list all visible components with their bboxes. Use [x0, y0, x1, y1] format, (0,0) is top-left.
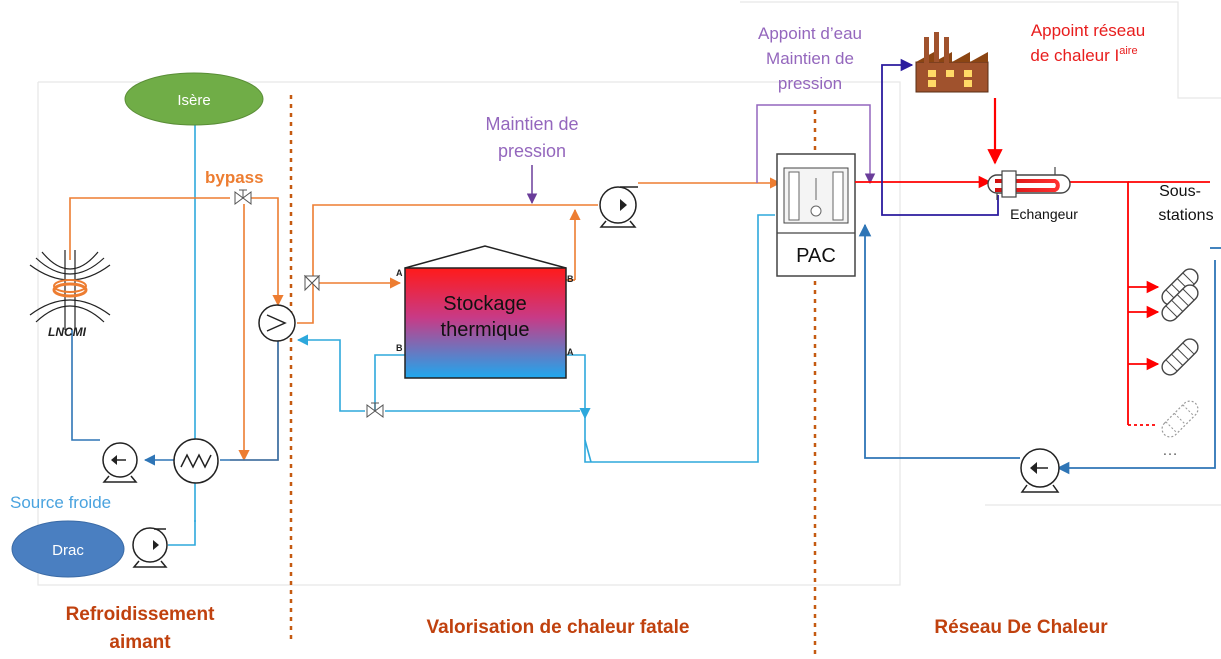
heat-exchanger-icon: [258, 304, 296, 342]
sous-station-exchanger-icon: [1161, 284, 1199, 322]
stockage-line1: Stockage: [443, 293, 526, 315]
appoint-eau-piping: [756, 104, 876, 185]
pump-icon: [1020, 448, 1060, 493]
appoint-eau-line3: pression: [778, 74, 842, 93]
sous-stations-line2: stations: [1158, 207, 1213, 224]
pump-icon: [599, 186, 638, 228]
appoint-reseau-line1: Appoint réseau: [1031, 21, 1145, 40]
section-reseau: Réseau De Chaleur: [934, 617, 1108, 638]
reseau-piping: [855, 58, 1221, 475]
maintien-pression-line2: pression: [498, 141, 566, 161]
maintien-pression-line1: Maintien de: [485, 114, 578, 134]
isere-label: Isère: [177, 92, 210, 109]
section-valorisation: Valorisation de chaleur fatale: [427, 617, 690, 638]
port-a-bottom: A: [567, 347, 574, 357]
appoint-reseau-line2: de chaleur Iaire: [1030, 45, 1137, 65]
background-frames: [37, 1, 1221, 586]
appoint-eau-line1: Appoint d’eau: [758, 24, 862, 43]
appoint-reseau-sup: aire: [1119, 45, 1137, 57]
thermal-storage-tank: [404, 245, 567, 379]
echangeur-label: Echangeur: [1010, 206, 1078, 222]
heat-exchanger-icon: [173, 438, 219, 484]
isere-river: [124, 72, 264, 126]
bypass-valve-icon: [234, 189, 252, 205]
source-froide-label: Source froide: [10, 493, 111, 512]
pac-heat-pump: [776, 153, 856, 277]
appoint-eau-line2: Maintien de: [766, 49, 854, 68]
pump-icon: [132, 527, 168, 568]
port-b-bottom: B: [396, 343, 403, 353]
magnet-cooling-piping: [69, 125, 284, 546]
section-refroidissement-line2: aimant: [109, 632, 171, 653]
lncmi-label: LNCMI: [48, 325, 87, 339]
pump-icon: [102, 442, 138, 483]
section-refroidissement-line1: Refroidissement: [66, 604, 216, 625]
drac-river: [11, 520, 125, 578]
pac-label: PAC: [796, 245, 836, 267]
stockage-line2: thermique: [441, 319, 530, 341]
sous-stations-line1: Sous-: [1159, 183, 1201, 200]
three-way-valve-icon: [366, 402, 384, 418]
three-way-valve-icon: [303, 274, 321, 292]
port-b-top: B: [567, 274, 574, 284]
drac-label: Drac: [52, 542, 84, 559]
more-stations-ellipsis: …: [1162, 442, 1178, 459]
sous-station-exchanger-icon: [1161, 338, 1199, 376]
appoint-reseau-text2: de chaleur I: [1030, 46, 1119, 65]
factory-icon: [915, 32, 989, 93]
sous-station-exchanger-dashed-icon: [1161, 400, 1199, 438]
bypass-label: bypass: [205, 168, 264, 187]
port-a-top: A: [396, 268, 403, 278]
lncmi-magnet-icon: [29, 250, 111, 330]
echangeur-icon: [987, 167, 1071, 200]
appoint-reseau-text1: Appoint réseau: [1031, 21, 1145, 40]
